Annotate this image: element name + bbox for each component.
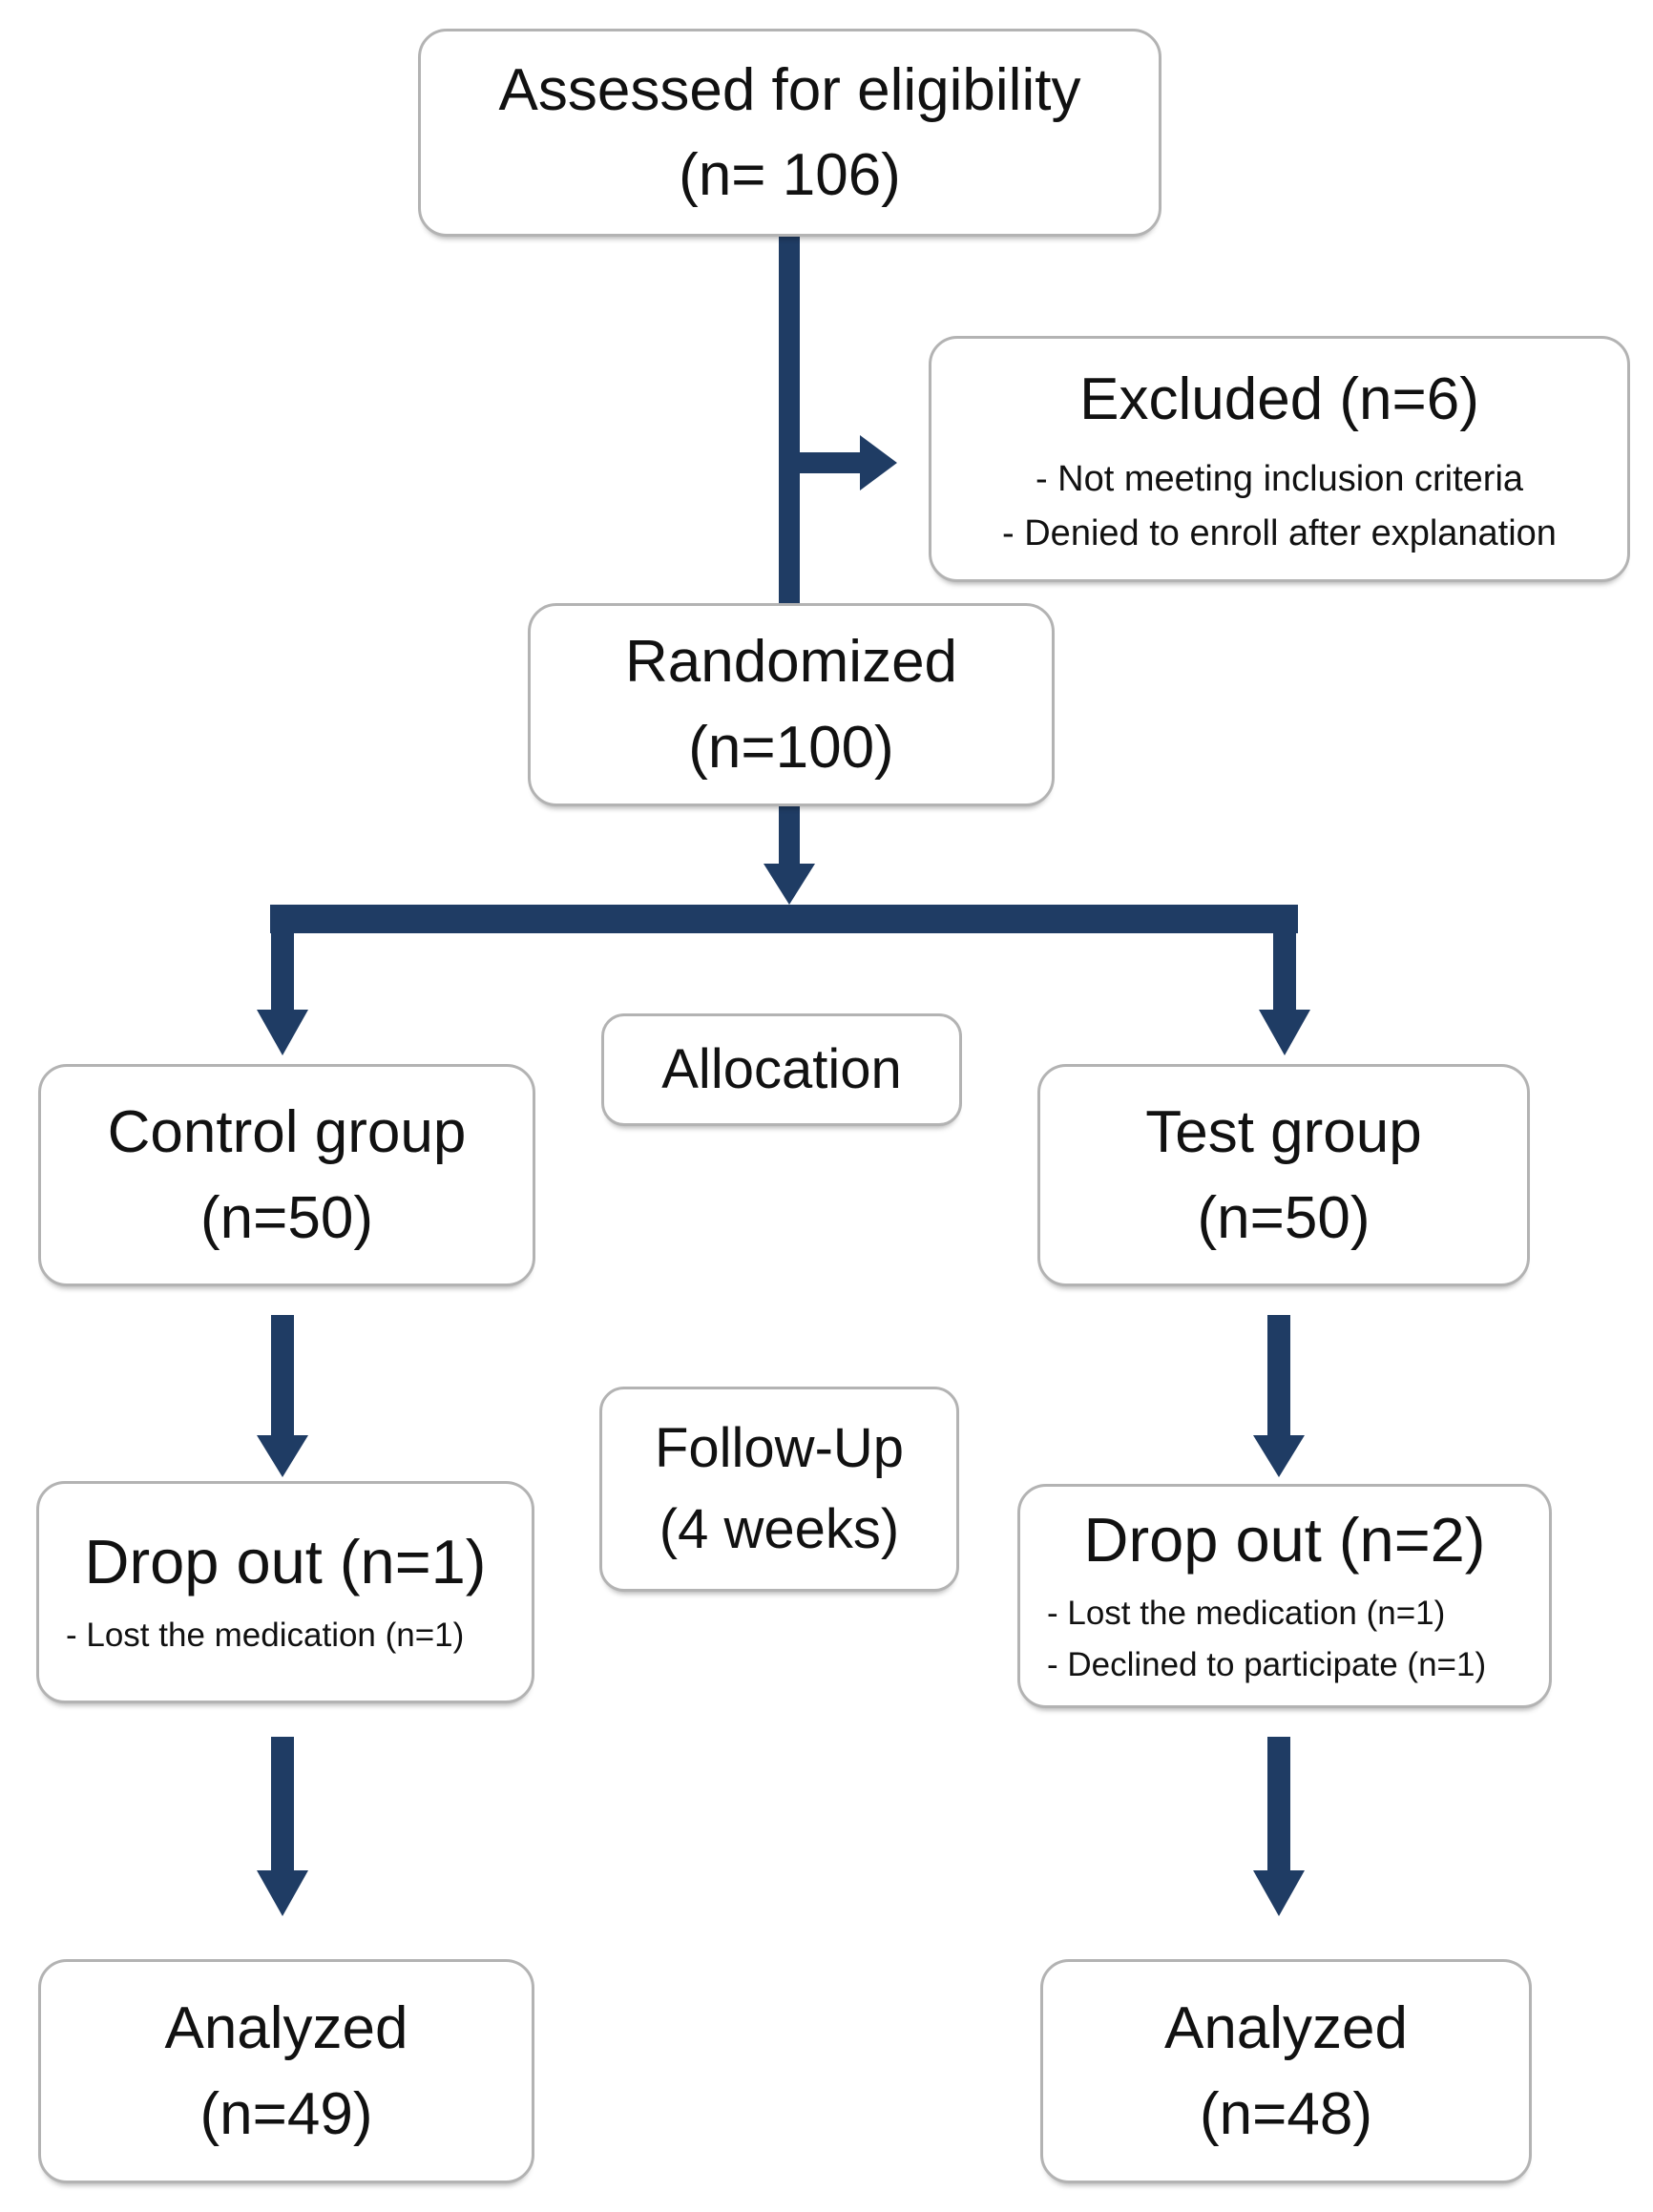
analyzed-test-line1: Analyzed [1163, 1995, 1409, 2062]
test-group-box: Test group (n=50) [1037, 1064, 1530, 1286]
randomized-line1: Randomized [624, 629, 958, 696]
allocation-label: Allocation [661, 1037, 902, 1100]
analyzed-test-line2: (n=48) [1200, 2080, 1372, 2147]
dropout-control-bullet-1: - Lost the medication (n=1) [66, 1617, 465, 1654]
test-group-line2: (n=50) [1197, 1184, 1371, 1251]
allocation-box: Allocation [601, 1013, 962, 1126]
dropout-control-box: Drop out (n=1) - Lost the medication (n=… [36, 1481, 534, 1703]
assessed-line2: (n= 106) [679, 142, 901, 208]
dropout-test-title: Drop out (n=2) [1083, 1504, 1486, 1575]
analyzed-control-line1: Analyzed [164, 1995, 408, 2062]
arrow-split-to-control [257, 905, 308, 1055]
arrow-branch-to-excluded [789, 435, 897, 490]
followup-line1: Follow-Up [654, 1417, 905, 1480]
analyzed-test-box: Analyzed (n=48) [1040, 1959, 1532, 2183]
arrow-split-to-test [1259, 905, 1310, 1055]
control-group-line2: (n=50) [200, 1184, 373, 1251]
arrow-dropout-to-analyzed-control [257, 1737, 308, 1916]
excluded-box: Excluded (n=6) - Not meeting inclusion c… [929, 336, 1630, 582]
excluded-title: Excluded (n=6) [1079, 366, 1479, 433]
assessed-line1: Assessed for eligibility [498, 56, 1081, 123]
dropout-test-box: Drop out (n=2) - Lost the medication (n=… [1017, 1484, 1552, 1708]
assessed-box: Assessed for eligibility (n= 106) [418, 29, 1161, 237]
control-group-line1: Control group [107, 1099, 467, 1166]
analyzed-control-line2: (n=49) [199, 2080, 373, 2147]
followup-line2: (4 weeks) [659, 1497, 900, 1560]
followup-box: Follow-Up (4 weeks) [599, 1387, 959, 1592]
excluded-bullet-1: - Not meeting inclusion criteria [1035, 458, 1524, 499]
test-group-line1: Test group [1145, 1099, 1422, 1166]
randomized-line2: (n=100) [688, 714, 894, 781]
control-group-box: Control group (n=50) [38, 1064, 535, 1286]
arrow-control-to-dropout [257, 1315, 308, 1477]
arrow-test-to-dropout [1253, 1315, 1305, 1477]
split-bar [270, 905, 1298, 933]
dropout-control-title: Drop out (n=1) [84, 1526, 487, 1596]
dropout-test-bullet-2: - Declined to participate (n=1) [1047, 1646, 1487, 1684]
arrow-randomized-to-split [764, 806, 815, 905]
arrow-dropout-to-analyzed-test [1253, 1737, 1305, 1916]
excluded-bullet-2: - Denied to enroll after explanation [1002, 512, 1557, 553]
analyzed-control-box: Analyzed (n=49) [38, 1959, 534, 2183]
arrow-assessed-to-randomized [779, 237, 800, 603]
randomized-box: Randomized (n=100) [528, 603, 1055, 806]
dropout-test-bullet-1: - Lost the medication (n=1) [1047, 1594, 1446, 1632]
